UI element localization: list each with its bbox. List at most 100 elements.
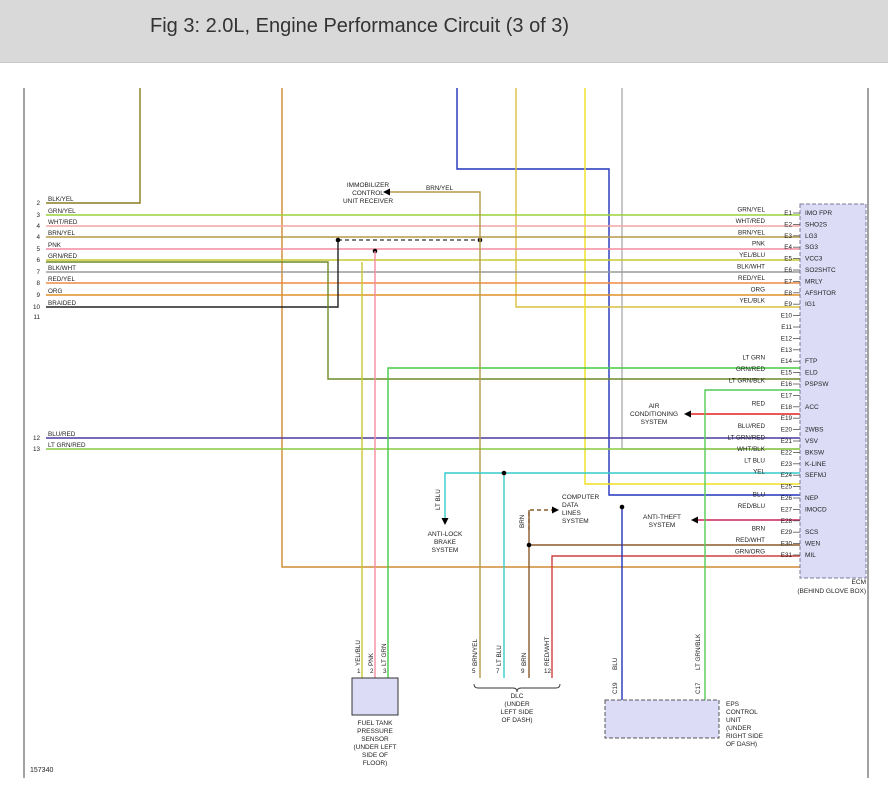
dlc-wire-label: BRN/YEL — [472, 639, 479, 666]
ecm-pin-number: E7 — [784, 278, 792, 285]
ecm-pin-name: K-LINE — [805, 461, 827, 468]
eps-label: (UNDER — [726, 725, 752, 732]
ecm-pin-name: ACC — [805, 404, 819, 411]
left-wire-number: 5 — [36, 246, 40, 253]
left-wire-label: BRN/YEL — [48, 230, 75, 237]
ecm-pin-number: E12 — [781, 335, 793, 342]
ecm-pin-number: E21 — [781, 438, 793, 445]
dlc-label: LEFT SIDE — [501, 709, 534, 716]
ecm-wire-label: LT BLU — [744, 457, 765, 464]
left-wire-label: RED/YEL — [48, 276, 75, 283]
ecm-pin-number: E17 — [781, 392, 793, 399]
ecm-pin-number: E26 — [781, 495, 793, 502]
ecm-wire-label: BLK/WHT — [737, 264, 765, 271]
computer-data-label: DATA — [562, 502, 579, 509]
arrow-head — [441, 518, 449, 525]
fuel-tank-label: FUEL TANK — [358, 720, 394, 727]
fuel-tank-label: PRESSURE — [357, 728, 393, 735]
wire-braided — [46, 240, 339, 308]
anti-lock-label: BRAKE — [434, 539, 457, 546]
eps-label: CONTROL — [726, 709, 758, 716]
ecm-pin-number: E14 — [781, 358, 793, 365]
ecm-pin-number: E11 — [781, 324, 792, 331]
computer-data-wire-label: BRN — [519, 514, 526, 528]
ecm-pin-name: SCS — [805, 529, 819, 536]
wire-yel-blk — [515, 88, 800, 308]
arrow-head — [684, 410, 691, 418]
left-wire-label: WHT/RED — [48, 219, 78, 226]
left-wire-label: GRN/RED — [48, 253, 77, 260]
ecm-pin-number: E10 — [781, 313, 793, 320]
wire-brn-yel-dlc — [390, 191, 481, 678]
left-wire-label: BLK/WHT — [48, 265, 76, 272]
wire-layer — [46, 88, 800, 700]
ecm-pin-name: BKSW — [805, 449, 825, 456]
fuel-tank-label: (UNDER LEFT — [354, 744, 397, 751]
wire-red-wht — [551, 555, 800, 678]
splice-dot — [619, 504, 625, 510]
dlc-pin-number: 12 — [544, 668, 552, 675]
ecm-wire-label: RED/YEL — [738, 275, 765, 282]
ecm-wire-label: BRN — [752, 526, 766, 533]
fuel-tank-wire-label: PNK — [368, 652, 375, 666]
ecm-pin-name: WEN — [805, 541, 820, 548]
ecm-pin-number: E6 — [784, 267, 792, 274]
wire-grn-org — [281, 88, 800, 568]
ecm-wire-label: LT GRN/RED — [727, 435, 765, 442]
ecm-pin-number: E3 — [784, 233, 792, 240]
eps-pin-number: C19 — [612, 682, 619, 694]
ecm-pin-name: 2WBS — [805, 427, 824, 434]
left-wire-number: 12 — [33, 435, 41, 442]
ecm-wire-label: YEL — [753, 469, 765, 476]
fuel-tank-wire-label: LT GRN — [381, 643, 388, 666]
ecm-pin-name: SEFMJ — [805, 472, 826, 479]
ecm-wire-label: RED/BLU — [738, 503, 766, 510]
left-wire-label: PNK — [48, 242, 62, 249]
ecm-wire-label: ORG — [751, 286, 765, 293]
ac-label: SYSTEM — [641, 419, 668, 426]
ecm-pin-number: E28 — [781, 518, 793, 525]
left-wire-label: BLU/RED — [48, 431, 76, 438]
ecm-sublabel: (BEHIND GLOVE BOX) — [797, 588, 866, 595]
dlc-label: DLC — [510, 693, 523, 700]
ecm-wire-label: BRN/YEL — [738, 229, 765, 236]
eps-label: RIGHT SIDE — [726, 733, 764, 740]
dlc-label: OF DASH) — [501, 717, 532, 724]
anti-theft-label: ANTI-THEFT — [643, 514, 681, 521]
title-bar: Fig 3: 2.0L, Engine Performance Circuit … — [0, 0, 888, 63]
ecm-pin-number: E19 — [781, 415, 793, 422]
dlc-pin-number: 7 — [496, 668, 500, 675]
ecm-pin-number: E30 — [781, 541, 793, 548]
dlc-pin-number: 9 — [521, 668, 525, 675]
arrow-head — [691, 516, 698, 524]
ecm-wire-label: GRN/RED — [736, 366, 765, 373]
anti-lock-label: ANTI-LOCK — [428, 531, 463, 538]
left-wire-label: BLK/YEL — [48, 196, 74, 203]
ecm-pin-name: ELD — [805, 370, 818, 377]
ecm-pin-name: AFSHTOR — [805, 290, 836, 297]
dlc-bracket — [473, 683, 561, 693]
ecm-pin-number: E24 — [781, 472, 793, 479]
eps-label: OF DASH) — [726, 741, 757, 748]
wire-yel — [584, 88, 800, 485]
ecm-pin-name: FTP — [805, 358, 817, 365]
ecm-pin-number: E9 — [784, 301, 792, 308]
left-wire-label: GRN/YEL — [48, 208, 76, 215]
ecm-pin-number: E13 — [781, 347, 793, 354]
ecm-pin-number: E31 — [781, 552, 793, 559]
ecm-pin-number: E20 — [781, 427, 793, 434]
dlc-wire-label: BRN — [521, 652, 528, 666]
fuel-tank-wire-label: YEL/BLU — [355, 640, 362, 666]
ecm-pin-name: IG1 — [805, 301, 816, 308]
left-wire-number: 6 — [36, 257, 40, 264]
ecm-pin-name: PSPSW — [805, 381, 829, 388]
ecm-wire-label: PNK — [752, 241, 766, 248]
left-wire-label: BRAIDED — [48, 300, 76, 307]
left-wire-number: 2 — [36, 200, 40, 207]
immobilizer-wire-label: BRN/YEL — [426, 185, 453, 192]
ac-label: CONDITIONING — [630, 411, 678, 418]
ecm-pin-name: SG3 — [805, 244, 818, 251]
ecm-wire-label: BLU/RED — [738, 423, 766, 430]
